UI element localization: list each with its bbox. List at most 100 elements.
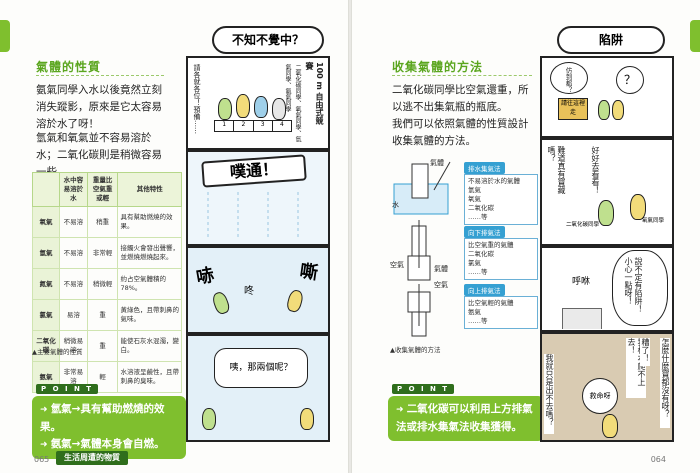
chapter-edge-marker — [690, 20, 700, 52]
table-cell: 重 — [86, 330, 119, 362]
speech-bubble: 仿到都？ — [550, 62, 588, 94]
table-cell: 氮氣 — [32, 268, 60, 300]
section-divider — [392, 75, 532, 77]
table-cell: 不易溶 — [59, 268, 88, 300]
table-cell: 易溶 — [59, 299, 88, 331]
table-cell: 氫氣 — [32, 237, 60, 269]
table-cell: 二氧化碳 — [32, 330, 60, 362]
sign-board: 請往這裡走 — [558, 98, 588, 120]
character-swimming-green — [210, 290, 232, 316]
gas-properties-table: 水中容易溶於水 重量比空氣重或輕 其他特性 氧氣 不易溶 稍重 具有幫助燃燒的效… — [32, 172, 182, 393]
speech-bubble: 咦，那兩個呢？ — [214, 348, 308, 388]
chapter-edge-marker — [0, 20, 10, 52]
point-box: 二氧化碳可以利用上方排氣法或排水集氣法收集獲得。 — [388, 396, 544, 441]
label-co2: 二氧化碳同學 — [566, 222, 600, 228]
character-blue — [254, 96, 268, 118]
table-cell: 具有幫助燃燒的效果。 — [117, 206, 182, 238]
method-line: 二氧化碳 — [468, 250, 494, 258]
method-water-displacement: 排水集氣法 — [464, 162, 505, 174]
lane-number: 3 — [254, 121, 273, 131]
method-line: ……等 — [468, 213, 488, 221]
table-cell: 稍重 — [86, 206, 119, 238]
point-box: 氫氣→具有幫助燃燒的效果。 氨氣→氣體本身會自燃。 — [32, 396, 186, 459]
point-item: 二氧化碳可以利用上方排氣法或排水集氣法收集獲得。 — [396, 401, 536, 436]
speech-text: 說不定有陷阱！小心一點呀！ — [624, 257, 643, 313]
character-green — [202, 408, 216, 430]
method-box: 比空氣重的氣體 二氧化碳 氯氣 ……等 — [464, 238, 538, 280]
label-oxygen: 氧氣同學 — [642, 218, 665, 224]
manga-panel-1: 仿到都？ ？ 請往這裡走 — [540, 56, 674, 138]
manga-panel-4: 我就只是出不去嗎？ 救命呀 我根本爬不上去！ 糟了！ 怎麼什麼寶都沒有呀？ — [540, 332, 674, 442]
table-row: 氮氣 不易溶 稍微輕 約占空氣體積的78%。 — [32, 268, 182, 300]
section-title: 氣體的性質 — [36, 60, 102, 74]
lane-number: 2 — [234, 121, 254, 131]
table-cell: 接觸火會發出聲響，並燃燒燃燒起來。 — [117, 237, 182, 269]
table-cell: 能使石灰水混濁，變白。 — [117, 330, 182, 362]
table-cell: 氧氣 — [32, 206, 60, 238]
character-green — [598, 200, 614, 226]
question-bubble: ？ — [616, 66, 644, 94]
speech-help: 救命呀 — [582, 378, 618, 414]
method-line: ……等 — [468, 317, 488, 325]
manga-panel-2: 噗通！ — [186, 150, 330, 246]
table-row: 氧氣 不易溶 稍重 具有幫助燃燒的效果。 — [32, 206, 182, 238]
method-line: 比空氣重的氣體 — [468, 241, 514, 249]
footer-title: 生活周遭的物質 — [56, 451, 128, 465]
manga-panel-2: 難道真有寶藏嗎？ 好好去看看！ 二氧化碳同學 氧氣同學 — [540, 138, 674, 246]
speech-top: 怎麼什麼寶都沒有呀？ — [660, 338, 670, 428]
table-cell: 不易溶 — [59, 206, 88, 238]
character-yellow — [630, 194, 646, 220]
label-air: 空氣 — [434, 281, 448, 289]
section-title: 收集氣體的方法 — [392, 60, 484, 74]
table-header — [32, 172, 60, 207]
method-line: 氨氣 — [468, 308, 481, 316]
sfx-text: 呼咻 — [572, 277, 591, 287]
table-cell: 約占空氣體積的78%。 — [117, 268, 182, 300]
manga-panel-3: 呼咻 說不定有陷阱！小心一點呀！ — [540, 246, 674, 332]
character-yellow — [612, 100, 624, 120]
method-line: 氫氣 — [468, 186, 481, 194]
page-number: 064 — [650, 455, 666, 464]
speech-text: 仿到都？ — [564, 67, 572, 93]
point-item: 氨氣→氣體本身會自燃。 — [40, 436, 178, 454]
manga-panel-3: 哧 嘶 咚 — [186, 246, 330, 334]
label-air: 空氣 — [390, 261, 404, 269]
speech-middle: 好好去看看！ — [591, 146, 600, 194]
speech-oops: 糟了！ — [640, 338, 650, 366]
speech-left: 難道真有寶藏嗎？ — [547, 146, 566, 194]
character-yellow — [300, 408, 314, 430]
label-gas: 氣體 — [434, 265, 448, 273]
table-cell: 非常輕 — [86, 237, 119, 269]
table-cell: 稍微輕 — [86, 268, 119, 300]
water-splash-lines — [207, 192, 299, 238]
splash-sfx: 噗通！ — [201, 154, 307, 188]
sfx-dive: 咚 — [244, 286, 254, 297]
table-caption: ▲主要氣體的性質 — [32, 348, 83, 356]
paragraph-1: 二氧化碳同學比空氣還重，所以逃不出集氣瓶的瓶底。 — [392, 84, 529, 113]
book-gutter — [348, 0, 352, 473]
table-row: 氫氣 不易溶 非常輕 接觸火會發出聲響，並燃燒燃燒起來。 — [32, 237, 182, 269]
chapter-tab: 陷阱 — [557, 26, 665, 54]
method-upward-displacement: 向上排氣法 — [464, 284, 505, 296]
speech-bubble: 說不定有陷阱！小心一點呀！ — [612, 250, 668, 326]
lane-number: 4 — [279, 121, 284, 128]
character-green — [598, 100, 610, 120]
table-cell: 重 — [86, 299, 119, 331]
table-header-row: 水中容易溶於水 重量比空氣重或輕 其他特性 — [32, 172, 182, 207]
page-number: 065 — [34, 455, 50, 464]
point-item: 氫氣→具有幫助燃燒的效果。 — [40, 401, 178, 436]
panel1-caption: 請各就各位！預備…… — [193, 64, 201, 134]
method-line: 比空氣輕的氣體 — [468, 299, 514, 307]
label-water: 水 — [392, 201, 399, 209]
speech-left: 我就只是出不去嗎？ — [544, 354, 554, 434]
table-cell: 水溶液呈鹼性，且帶刺鼻的臭味。 — [117, 361, 182, 393]
method-box: 比空氣輕的氣體 氨氣 ……等 — [464, 296, 538, 329]
paragraph-2: 我們可以依照氣體的性質設計收集氣體的方法。 — [392, 118, 529, 147]
gas-jar — [562, 308, 602, 329]
paragraph-1: 氨氣同學入水以後竟然立刻消失蹤影，原來是它太容易溶於水了呀！ — [36, 84, 162, 130]
character-trapped — [602, 414, 618, 438]
section-divider — [36, 75, 164, 77]
manga-panel-4: 咦，那兩個呢？ — [186, 334, 330, 442]
table-cell: 不易溶 — [59, 237, 88, 269]
